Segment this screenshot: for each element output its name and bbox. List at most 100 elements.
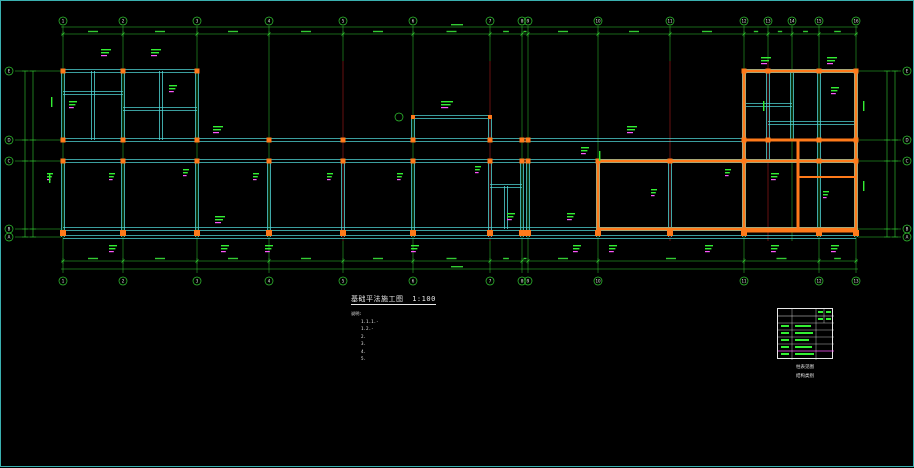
axis-bubble [763,16,773,26]
annotation-mark [827,57,837,59]
axis-bubble [4,66,14,76]
annotation-mark-alt [69,107,74,109]
axis-bubble-label: 2 [122,279,125,284]
column [60,137,66,143]
column [853,158,859,164]
axis-bubble [58,276,68,286]
annotation-mark-alt [609,251,614,253]
annotation-mark-alt [627,132,633,134]
annotation-mark-alt [47,179,51,181]
column [120,137,126,143]
annotation-mark [567,213,575,215]
note-line: 3. [361,341,367,346]
axis-bubble [485,16,495,26]
axis-bubble-label: D [905,138,908,143]
column [741,137,747,143]
column [487,158,493,164]
axis-bubble-label: 8 [521,279,524,284]
axis-bubble [851,276,861,286]
column [194,68,200,74]
axis-bubble-label: 5 [342,19,345,24]
column [194,230,200,236]
annotation-mark [213,126,223,128]
column [266,158,272,164]
axis-bubble-label: 2 [122,19,125,24]
annotation-mark-alt [327,179,331,181]
axis-bubble-label: 6 [412,279,415,284]
annotation-mark [169,88,176,90]
axis-bubble [338,276,348,286]
annotation-mark-alt [761,63,767,65]
annotation-mark-alt [109,179,113,181]
axis-bubble [523,276,533,286]
column [60,68,66,74]
annotation-mark [265,245,273,247]
annotation-mark [705,245,713,247]
annotation-mark [863,181,865,191]
annotation-mark-alt [573,251,578,253]
annotation-mark-alt [213,132,219,134]
column [595,230,601,236]
annotation-mark-alt [771,251,776,253]
dimension-value-mark [629,30,639,33]
legend-grid [778,309,834,360]
column [340,230,346,236]
axis-bubble-label: E [8,69,11,74]
axis-bubble [58,16,68,26]
axis-bubble [739,276,749,286]
annotation-mark [507,213,515,215]
annotation-mark [441,101,453,103]
annotation-mark [109,248,116,250]
column [853,68,859,74]
axis-bubble [4,156,14,166]
annotation-mark [151,52,159,54]
column [60,230,66,236]
axis-bubble-label: 10 [595,279,601,284]
axis-bubble-label: B [8,227,11,232]
annotation-mark [265,248,272,250]
annotation-mark [151,49,161,51]
column [741,230,747,236]
column [266,137,272,143]
dimension-value-mark [702,30,712,33]
column [410,230,416,236]
annotation-mark [253,173,259,175]
annotation-mark-alt [221,251,226,253]
annotation-mark [109,245,117,247]
legend-caption-line: 结构类别 [796,374,814,379]
annotation-mark [863,101,865,111]
annotation-mark [573,245,581,247]
annotation-mark-alt [507,219,512,221]
axis-bubble-label: E [906,69,909,74]
annotation-mark [69,104,76,106]
axis-bubble-label: 6 [412,19,415,24]
annotation-mark [475,169,480,171]
annotation-mark [573,248,580,250]
axis-bubble [192,16,202,26]
column [194,158,200,164]
column [595,158,601,164]
annotation-mark-alt [151,55,157,57]
column [340,137,346,143]
annotation-mark [215,216,225,218]
annotation-mark-alt [411,251,416,253]
annotation-mark [253,176,258,178]
annotation-mark [771,248,778,250]
annotation-mark [831,245,839,247]
dimension-value-mark [666,257,676,260]
axis-bubble-label: 7 [489,19,492,24]
axis-bubble [593,276,603,286]
annotation-mark [771,176,778,178]
dimension-value-mark [558,257,568,260]
column [667,158,673,164]
axis-bubble [739,16,749,26]
dimension-value-mark [88,257,98,260]
axis-bubble-label: 13 [853,279,859,284]
annotation-mark [101,52,109,54]
column [488,115,492,119]
dimension-value-mark [503,30,509,33]
columns [60,68,859,236]
annotation-mark-alt [215,222,221,224]
